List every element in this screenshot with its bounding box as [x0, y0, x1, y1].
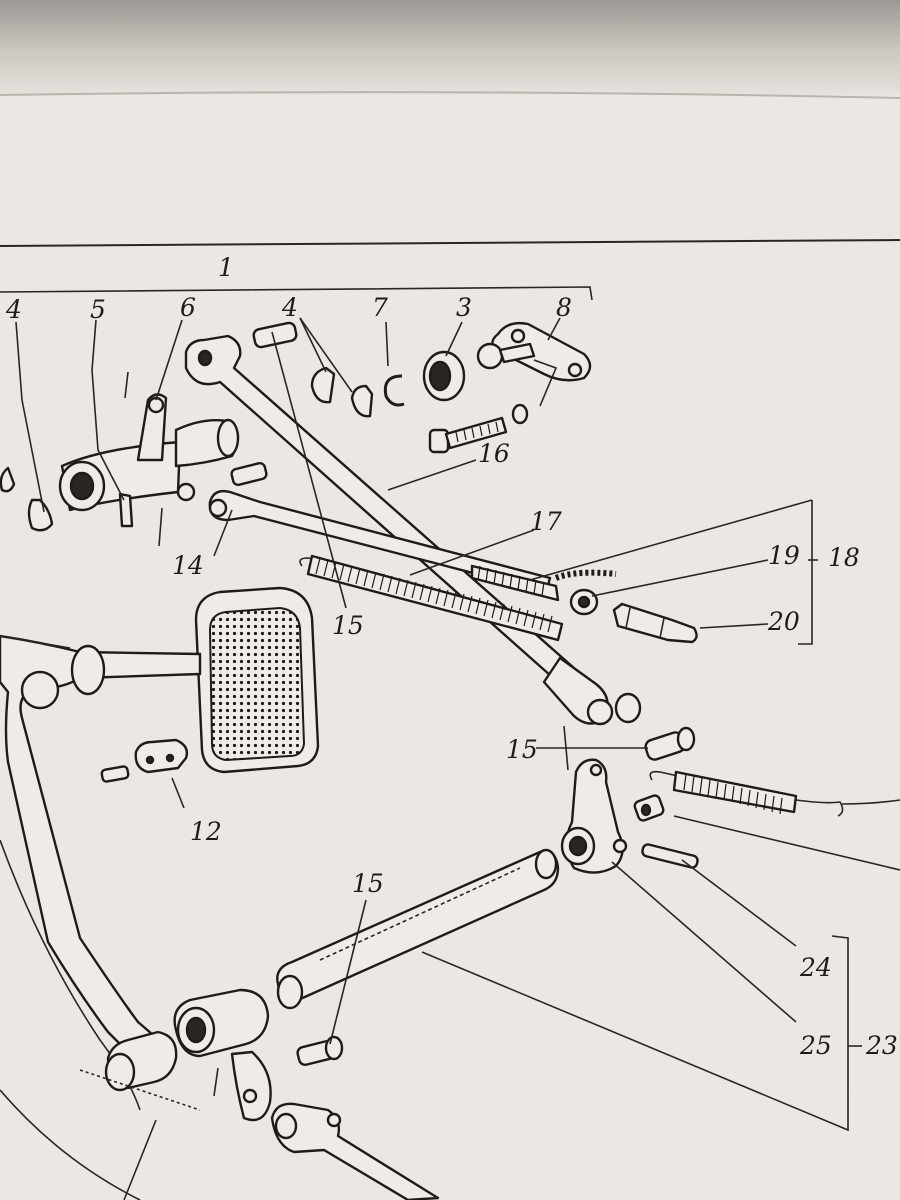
- part-17-spring: [299, 554, 564, 642]
- label-20: 20: [767, 607, 800, 636]
- label-15-upper: 15: [332, 611, 364, 640]
- leader-lines: [0, 317, 900, 1200]
- label-15-right: 15: [506, 735, 538, 764]
- part-20-fitting: [612, 602, 698, 644]
- part-4-left: [0, 466, 54, 532]
- label-16: 16: [478, 439, 510, 468]
- label-15-lower: 15: [352, 869, 384, 898]
- part-3-nut: [422, 350, 466, 402]
- label-24: 24: [799, 953, 832, 982]
- bracket-1: [0, 286, 593, 301]
- label-8: 8: [556, 293, 572, 322]
- lower-clevis: [270, 1102, 440, 1200]
- label-12: 12: [190, 817, 222, 846]
- page-edge: [0, 91, 900, 99]
- label-1: 1: [218, 253, 234, 282]
- part-7-clip: [383, 374, 405, 407]
- label-14: 14: [172, 551, 204, 580]
- part-8-plate: [476, 321, 592, 382]
- label-18: 18: [828, 543, 860, 572]
- part-18-rod: [208, 489, 617, 602]
- frame-top-line: [0, 239, 900, 247]
- part-4-clips: [310, 366, 374, 418]
- label-3: 3: [456, 293, 472, 322]
- part-12-pin: [100, 738, 189, 783]
- small-bolt-right: [633, 794, 665, 822]
- part-15-pin-right: [644, 726, 696, 761]
- label-4-top: 4: [281, 293, 298, 322]
- label-19: 19: [768, 541, 800, 570]
- bushing-lower: [79, 1030, 201, 1111]
- pedal-pad: [194, 586, 320, 774]
- part-19-nut: [569, 588, 599, 616]
- part-15-pin-upper: [230, 321, 298, 487]
- pedal-pivot: [173, 988, 272, 1122]
- label-6: 6: [180, 293, 196, 322]
- part-5-6-bracket: [58, 371, 240, 547]
- part-23-shaft: [276, 848, 560, 1010]
- part-16-rod: [184, 334, 642, 726]
- page-top-shadow: [0, 0, 900, 95]
- label-5: 5: [90, 295, 106, 324]
- label-17: 17: [530, 507, 562, 536]
- label-7: 7: [372, 293, 388, 322]
- part-16-bolt: [428, 403, 529, 454]
- label-25: 25: [799, 1031, 832, 1060]
- label-23: 23: [865, 1031, 898, 1060]
- label-4-left: 4: [5, 295, 22, 324]
- return-spring: [649, 770, 900, 817]
- part-25-lever: [560, 758, 628, 874]
